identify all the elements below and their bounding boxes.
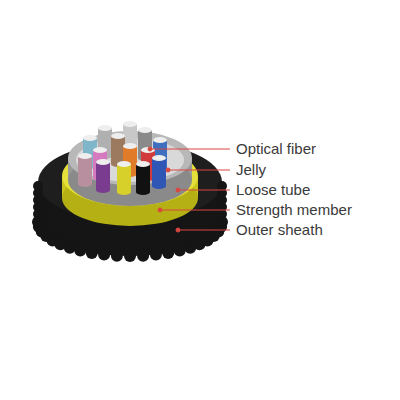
- outer-sheath: [32, 142, 228, 262]
- part-label: Optical fiber: [236, 140, 316, 158]
- part-label: Jelly: [236, 161, 266, 179]
- part-label: Loose tube: [236, 181, 310, 199]
- leader-lines: [148, 147, 230, 232]
- part-label: Strength member: [236, 201, 352, 219]
- part-label: Outer sheath: [236, 221, 323, 239]
- optical-fibers: [78, 121, 167, 195]
